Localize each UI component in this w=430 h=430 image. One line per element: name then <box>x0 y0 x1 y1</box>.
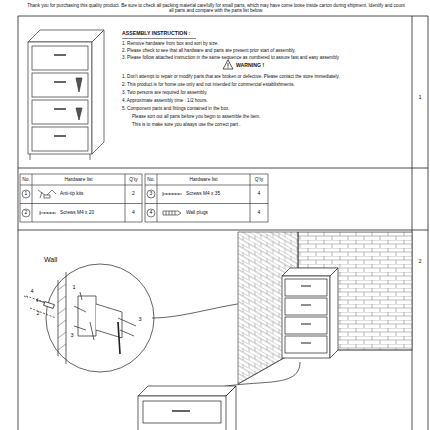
page-section-number: 1 <box>413 94 427 100</box>
warning-item: 4. Approximate assembly time : 1/2 hours… <box>122 98 408 103</box>
hardware-icons <box>38 190 182 215</box>
warning-item: 3. Two persons are required for assembly… <box>122 90 408 95</box>
room-scene <box>238 232 412 384</box>
warning-item: 5. Component parts and fittings containe… <box>122 106 408 111</box>
table-header: Hardware list <box>157 177 250 183</box>
instruction-step: 1. Remove hardware from box and sort by … <box>122 41 408 46</box>
warning-item: 2. This product is for home use only and… <box>122 82 408 87</box>
warning-icon <box>223 60 233 69</box>
item-number: 3 <box>145 191 157 197</box>
item-quantity: 2 <box>125 191 142 197</box>
table-header: Hardware list <box>32 177 125 183</box>
chest-of-drawers <box>28 30 104 160</box>
chest-in-room <box>282 268 338 358</box>
item-number: 4 <box>145 210 157 216</box>
item-name: Screws M4 x 20 <box>60 210 124 216</box>
instruction-step: 2. Please check to see that all hardware… <box>122 48 408 53</box>
warning-heading: WARNING ! <box>236 63 296 69</box>
callout-number: 3 <box>68 332 76 338</box>
table-header: No. <box>145 177 157 183</box>
item-name: Anti-tip kits <box>60 191 124 197</box>
chest-next-step <box>138 386 236 430</box>
callout-number: 1 <box>70 284 78 290</box>
item-name: Wall plugs <box>186 210 250 216</box>
table-header: Q'ty <box>250 177 268 183</box>
section-heading: ASSEMBLY INSTRUCTION : <box>122 31 322 37</box>
warning-item: 1. Don't attempt to repair or modify par… <box>122 74 408 79</box>
warning-item: Please sort out all parts before you beg… <box>132 114 408 119</box>
page-section-number: 2 <box>413 258 427 264</box>
page-frame <box>18 16 428 430</box>
item-number: 1 <box>20 191 32 197</box>
item-quantity: 4 <box>250 191 268 197</box>
item-number: 2 <box>20 210 32 216</box>
heading-underline <box>122 38 196 39</box>
table-header: No. <box>20 177 32 183</box>
callout-number: 4 <box>28 288 36 294</box>
hardware-table <box>20 174 268 222</box>
item-quantity: 4 <box>250 210 268 216</box>
wall-label: Wall <box>44 256 74 264</box>
callout-number: 2 <box>34 310 42 316</box>
intro-note: Thank you for purchasing this quality pr… <box>25 3 407 14</box>
wall-detail <box>24 264 154 372</box>
warning-item: This is to make sure you always use the … <box>132 122 408 127</box>
instruction-step: 3. Please follow attached instruction in… <box>122 55 408 60</box>
item-quantity: 4 <box>125 210 142 216</box>
callout-number: 3 <box>136 316 144 322</box>
item-name: Screws M4 x 35 <box>186 191 250 197</box>
table-header: Q'ty <box>125 177 142 183</box>
